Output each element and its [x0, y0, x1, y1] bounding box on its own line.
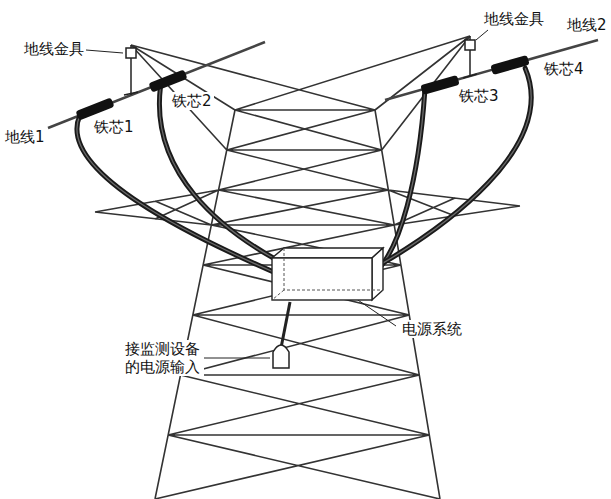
- core-shape: [420, 75, 459, 95]
- iron-core: 铁芯1: [76, 101, 114, 117]
- core-label: 铁芯3: [457, 87, 501, 105]
- cable: [159, 87, 288, 266]
- core-label: 铁芯2: [170, 92, 214, 110]
- part-label: 地线金具: [22, 40, 86, 58]
- part-label: 地线1: [3, 128, 47, 146]
- iron-core: 铁芯2: [149, 73, 187, 89]
- part-label: 地线2: [565, 16, 609, 34]
- core-label: 铁芯4: [542, 60, 586, 78]
- part-label: 接监测设备的电源输入: [120, 340, 204, 376]
- box-outline: [270, 246, 385, 302]
- leader-line: [86, 30, 488, 358]
- cable: [382, 68, 532, 264]
- cable: [77, 115, 278, 274]
- box-label: 电源系统: [400, 320, 464, 338]
- ground-fitting: [124, 36, 477, 95]
- cable: [376, 91, 425, 271]
- power-output-cable: [281, 302, 290, 348]
- power-plug: [273, 345, 289, 368]
- iron-core: 铁芯3: [421, 77, 459, 93]
- core-shape: [490, 55, 529, 75]
- core-shape: [148, 69, 187, 92]
- core-label: 铁芯1: [92, 118, 136, 136]
- part-label: 地线金具: [482, 10, 546, 28]
- tower-lattice: [95, 36, 520, 499]
- power-system-box: 电源系统: [270, 246, 385, 302]
- iron-core: 铁芯4: [491, 57, 529, 73]
